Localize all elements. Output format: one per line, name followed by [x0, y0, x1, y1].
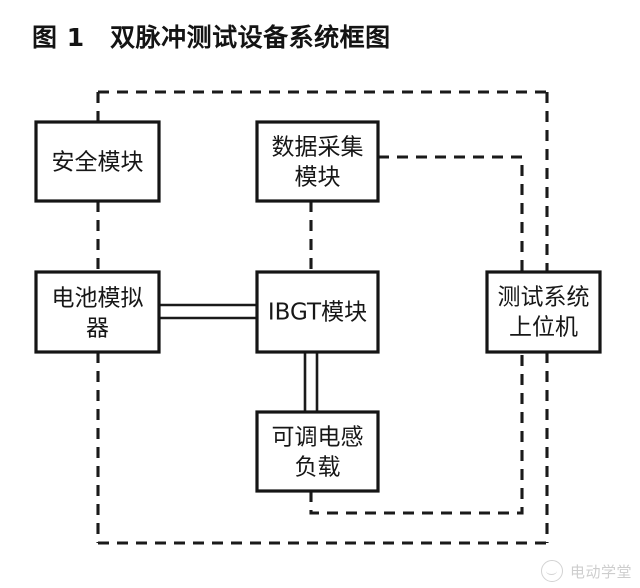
- page-title: 图 1 双脉冲测试设备系统框图: [32, 23, 391, 52]
- node-battery-simulator-label-line2: 器: [86, 316, 109, 342]
- node-data-acquisition-module-label-line1: 数据采集: [272, 135, 364, 161]
- node-test-host-computer[interactable]: 测试系统 上位机: [485, 270, 602, 354]
- node-safety-module-box[interactable]: [34, 120, 161, 203]
- node-battery-simulator-box[interactable]: [34, 270, 161, 354]
- node-data-acquisition-module-label-line2: 模块: [295, 165, 341, 191]
- node-battery-simulator[interactable]: 电池模拟 器: [34, 270, 161, 354]
- node-ibgt-module-label: IBGT模块: [268, 300, 367, 326]
- node-data-acquisition-module-box[interactable]: [255, 120, 380, 203]
- node-test-host-computer-label-line1: 测试系统: [498, 285, 590, 311]
- node-adjustable-inductive-load-box[interactable]: [255, 410, 380, 493]
- power-link-group: [159, 303, 319, 412]
- node-safety-module[interactable]: 安全模块: [34, 120, 161, 203]
- bus-inductor-to-host: [309, 352, 524, 515]
- bus-daq-to-host: [378, 155, 524, 272]
- node-ibgt-module[interactable]: IBGT模块: [255, 270, 380, 354]
- signal-bus-group: [96, 90, 549, 545]
- node-battery-simulator-label-line1: 电池模拟: [52, 286, 144, 312]
- node-test-host-computer-box[interactable]: [485, 270, 602, 354]
- node-adjustable-inductive-load-label-line2: 负载: [295, 455, 341, 481]
- node-ibgt-module-box[interactable]: [255, 270, 380, 354]
- node-adjustable-inductive-load[interactable]: 可调电感 负载: [255, 410, 380, 493]
- node-safety-module-label: 安全模块: [52, 150, 144, 176]
- node-adjustable-inductive-load-label-line1: 可调电感: [272, 425, 364, 451]
- watermark-logo-icon: [540, 560, 563, 582]
- watermark-text: 电动学堂: [569, 562, 632, 581]
- node-test-host-computer-label-line2: 上位机: [509, 315, 578, 341]
- watermark: 电动学堂: [540, 560, 632, 582]
- node-data-acquisition-module[interactable]: 数据采集 模块: [255, 120, 380, 203]
